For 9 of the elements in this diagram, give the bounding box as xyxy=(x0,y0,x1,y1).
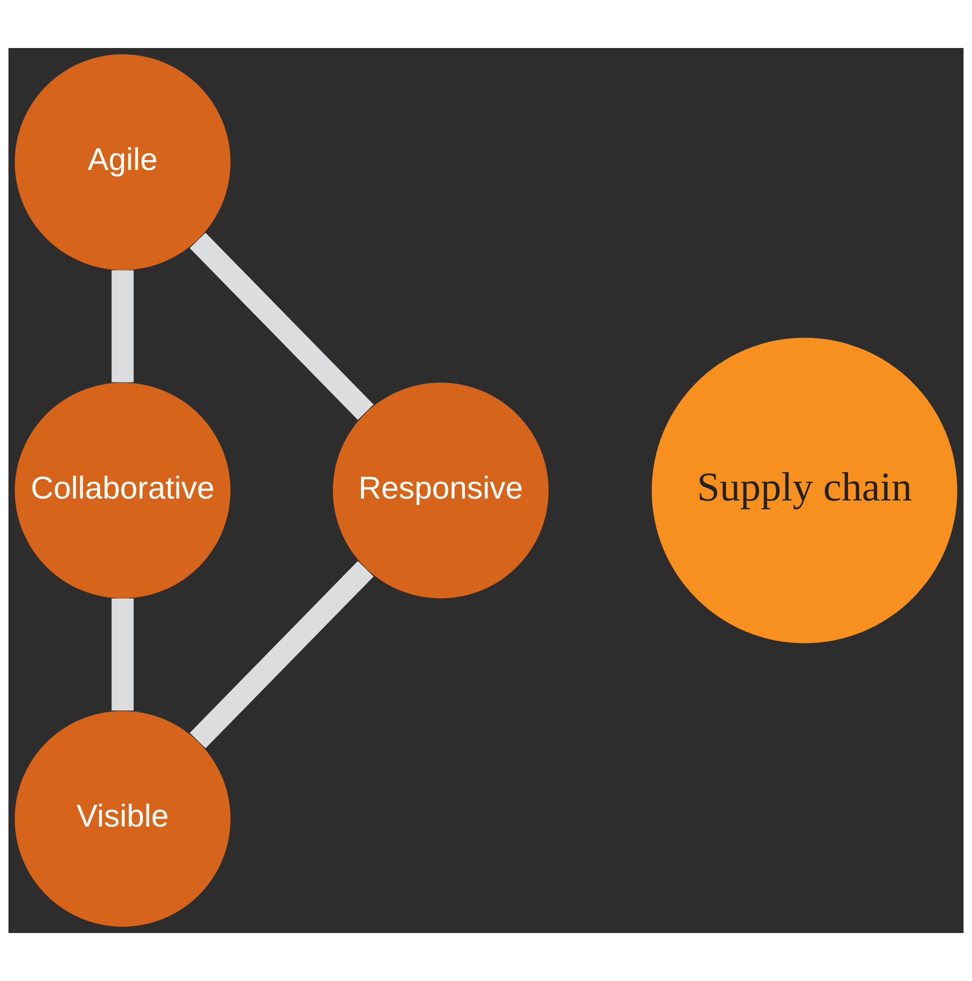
connector xyxy=(190,232,374,420)
connector xyxy=(112,270,134,382)
node-circle: Visible xyxy=(14,710,230,927)
node-circle: Supply chain xyxy=(652,338,958,644)
connector xyxy=(190,561,374,748)
node-circle: Responsive xyxy=(332,382,549,598)
node-circle: Collaborative xyxy=(14,382,230,598)
node-circle: Agile xyxy=(14,54,230,270)
connector xyxy=(112,598,134,711)
